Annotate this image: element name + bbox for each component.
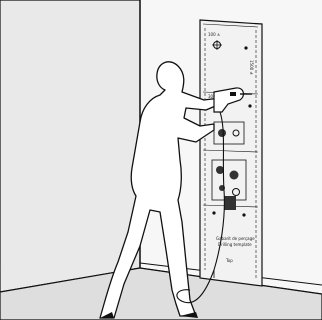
template-subheading: Drilling template bbox=[218, 242, 252, 247]
template-bottom-marker: Top bbox=[225, 258, 233, 263]
dimension-right-label: 1500 ± bbox=[249, 60, 254, 75]
left-wall bbox=[0, 0, 140, 292]
drilling-template: 100 ± 300 ± 1500 ± Gabarit de perçage Dr… bbox=[200, 20, 262, 286]
dimension-top-label: 100 ± bbox=[208, 32, 220, 37]
